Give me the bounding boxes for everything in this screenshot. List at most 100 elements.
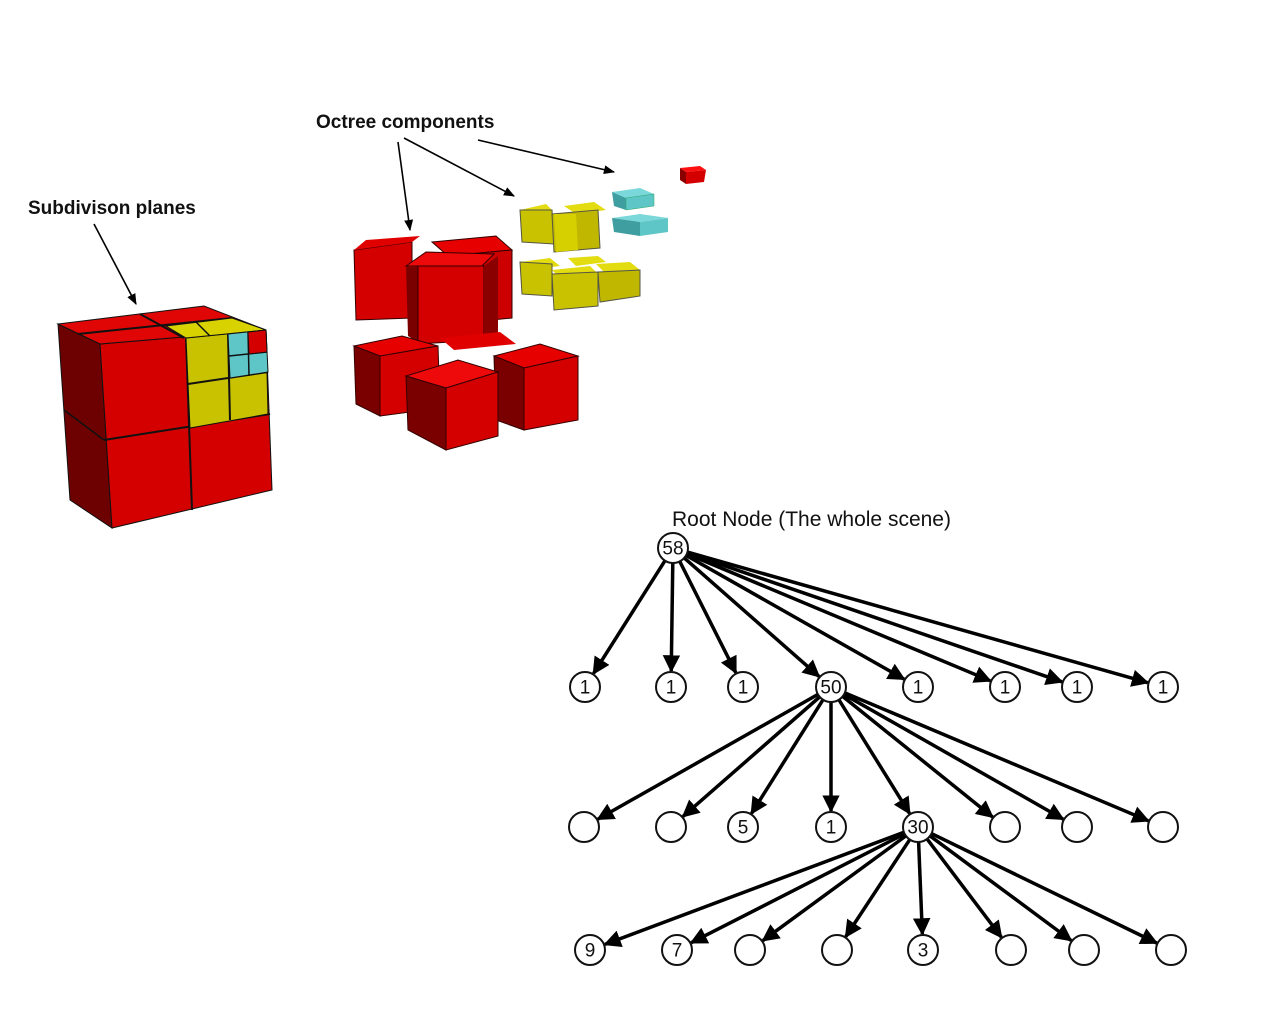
edge-l2-to-l3-0	[603, 830, 905, 948]
tree-node-l3-1-circle	[661, 934, 693, 966]
tree-node-l1-5: 1	[989, 671, 1021, 703]
tree-node-l1-2-circle	[727, 671, 759, 703]
tree-node-l2-5-circle	[989, 811, 1021, 843]
tree-node-l3-0: 9	[574, 934, 606, 966]
edge-l1-to-l2-2	[750, 698, 825, 815]
edge-root-to-l1-6	[686, 551, 1064, 685]
edge-l2-to-l3-2	[761, 834, 907, 942]
tree-node-l1-0: 1	[569, 671, 601, 703]
tree-node-l1-1-count: 1	[666, 678, 677, 699]
tree-node-l1-6-count: 1	[1072, 678, 1083, 699]
edge-l2-to-l3-3	[844, 838, 912, 939]
tree-node-l2-3: 1	[815, 811, 847, 843]
cyan-octant-cubes	[612, 188, 668, 236]
tree-node-l2-0	[568, 811, 600, 843]
edge-l1-to-l2-0	[596, 692, 819, 821]
tree-node-l3-4: 3	[907, 934, 939, 966]
tree-node-l2-3-count: 1	[826, 818, 837, 839]
edge-l1-to-l2-6	[843, 692, 1065, 821]
tree-node-l1-3-count: 50	[820, 678, 841, 699]
tree-node-l1-4-circle	[902, 671, 934, 703]
edge-root-to-l1-3	[683, 556, 821, 678]
edge-root-to-l1-0	[592, 559, 667, 675]
tree-node-l3-3	[821, 934, 853, 966]
edge-root-to-l1-5	[686, 552, 992, 683]
tree-node-l2-2-count: 5	[738, 818, 749, 839]
root-node-label: Root Node (The whole scene)	[672, 508, 951, 531]
edge-l1-to-l2-4	[837, 698, 912, 815]
tree-node-l3-7	[1155, 934, 1187, 966]
tree-node-l1-1-circle	[655, 671, 687, 703]
tree-node-l2-4-circle	[902, 811, 934, 843]
tree-node-root: 58	[657, 532, 689, 564]
tree-edges	[592, 550, 1159, 948]
edge-root-to-l1-1	[662, 562, 681, 673]
edge-l1-to-l2-5	[841, 695, 994, 819]
edge-l2-to-l3-7	[930, 831, 1159, 945]
tree-node-l2-6	[1061, 811, 1093, 843]
tree-node-l1-0-circle	[569, 671, 601, 703]
tree-node-l1-3-circle	[815, 671, 847, 703]
tree-node-l1-0-count: 1	[580, 678, 591, 699]
red-leaf-cube	[680, 166, 706, 184]
edge-l2-to-l3-6	[929, 834, 1073, 942]
tree-node-l3-4-circle	[907, 934, 939, 966]
tree-node-l1-2: 1	[727, 671, 759, 703]
tree-node-l1-4-count: 1	[913, 678, 924, 699]
tree-node-l3-7-circle	[1155, 934, 1187, 966]
tree-node-l1-1: 1	[655, 671, 687, 703]
tree-node-l1-5-count: 1	[1000, 678, 1011, 699]
edge-l2-to-l3-5	[925, 837, 1003, 939]
edge-l2-to-l3-1	[689, 832, 906, 945]
tree-node-l2-3-circle	[815, 811, 847, 843]
tree-node-l2-1	[655, 811, 687, 843]
edge-root-to-l1-7	[686, 550, 1150, 687]
tree-node-l1-7-circle	[1147, 671, 1179, 703]
red-octant-cubes	[352, 235, 580, 451]
tree-node-l1-3: 50	[815, 671, 847, 703]
tree-node-l2-7-circle	[1147, 811, 1179, 843]
edge-root-to-l1-2	[678, 560, 738, 675]
tree-node-l2-2: 5	[727, 811, 759, 843]
components-pointer-red	[397, 141, 414, 232]
tree-node-l3-0-circle	[574, 934, 606, 966]
tree-node-root-circle	[657, 532, 689, 564]
tree-node-l3-2	[734, 934, 766, 966]
edge-l1-to-l2-1	[681, 695, 821, 818]
tree-node-l2-4-count: 30	[907, 818, 928, 839]
tree-node-l1-6-circle	[1061, 671, 1093, 703]
tree-node-l3-0-count: 9	[585, 941, 596, 962]
tree-node-l2-0-circle	[568, 811, 600, 843]
tree-node-l3-5-circle	[995, 934, 1027, 966]
tree-node-l3-5	[995, 934, 1027, 966]
components-pointer-yellow	[403, 137, 515, 197]
tree-node-l2-6-circle	[1061, 811, 1093, 843]
tree-node-l3-4-count: 3	[918, 941, 929, 962]
tree-node-l1-7: 1	[1147, 671, 1179, 703]
edge-root-to-l1-4	[685, 553, 906, 681]
tree-node-l3-2-circle	[734, 934, 766, 966]
subdivision-planes-label: Subdivison planes	[28, 198, 196, 219]
tree-node-l3-6-circle	[1068, 934, 1100, 966]
tree-node-l1-7-count: 1	[1158, 678, 1169, 699]
tree-node-l2-1-circle	[655, 811, 687, 843]
yellow-octant-cubes	[519, 202, 641, 311]
tree-node-l2-4: 30	[902, 811, 934, 843]
tree-node-l3-1-count: 7	[672, 941, 683, 962]
tree-node-l1-2-count: 1	[738, 678, 749, 699]
tree-node-l2-7	[1147, 811, 1179, 843]
subdivision-pointer	[93, 223, 137, 305]
tree-node-l3-3-circle	[821, 934, 853, 966]
edge-l1-to-l2-7	[844, 691, 1150, 823]
tree-node-l3-6	[1068, 934, 1100, 966]
tree-node-l1-6: 1	[1061, 671, 1093, 703]
components-pointer-cyan	[477, 139, 616, 175]
subdivided-cube	[56, 305, 273, 529]
tree-node-root-count: 58	[662, 539, 683, 560]
octree-components-label: Octree components	[316, 112, 494, 133]
tree-node-l3-1: 7	[661, 934, 693, 966]
tree-node-l1-4: 1	[902, 671, 934, 703]
tree-node-l2-2-circle	[727, 811, 759, 843]
